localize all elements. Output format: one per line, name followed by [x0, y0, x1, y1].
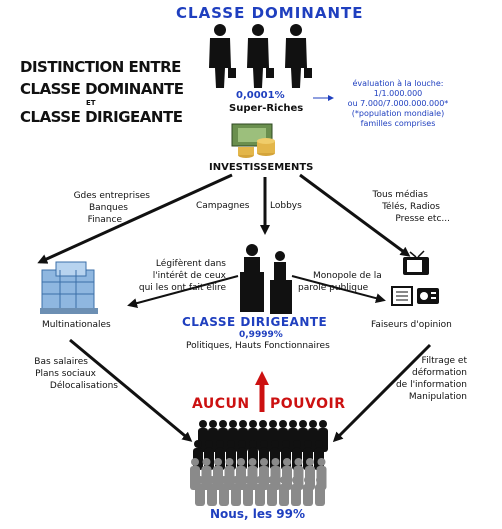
tv-icon: [403, 250, 429, 275]
faiseurs-label: Faiseurs d'opinion: [371, 320, 452, 330]
classe-dominante-title: CLASSE DOMINANTE: [176, 4, 364, 22]
campagnes-label: Campagnes: [196, 201, 250, 211]
left-branch-label: Gdes entreprises Banques Finance: [73, 191, 150, 225]
politician-podium-icon: [240, 244, 292, 314]
pouvoir-label: POUVOIR: [270, 396, 346, 412]
side-title-line2: CLASSE DOMINANTE: [20, 80, 184, 98]
left-effects-label: Bas salaires Plans sociaux Délocalisatio…: [34, 357, 118, 391]
dirigeante-label: Politiques, Hauts Fonctionnaires: [186, 341, 330, 351]
side-title-line3: CLASSE DIRIGEANTE: [20, 108, 183, 126]
buildings-icon: [40, 261, 98, 314]
legiferent-label: Légifèrent dans l'intérêt de ceux qui le…: [138, 259, 226, 293]
classe-dirigeante-title: CLASSE DIRIGEANTE: [182, 315, 328, 329]
side-title-line1: DISTINCTION ENTRE: [20, 58, 181, 76]
monopole-label: Monopole de la parole publique: [298, 271, 382, 293]
radio-icon: [417, 288, 439, 304]
aucun-label: AUCUN: [192, 396, 250, 412]
side-title-et: ET: [86, 99, 96, 107]
investissements-label: INVESTISSEMENTS: [209, 162, 314, 173]
lobbys-label: Lobbys: [270, 201, 302, 211]
right-effects-label: Filtrage et déformation de l'information…: [395, 356, 467, 402]
money-icon: [231, 123, 275, 158]
multinationales-label: Multinationales: [42, 320, 111, 330]
dirigeante-percent: 0,9999%: [239, 330, 283, 340]
businessmen-icon: [209, 24, 312, 88]
nous-label: Nous, les 99%: [210, 507, 306, 521]
estimation-note: évaluation à la louche: 1/1.000.000 ou 7…: [347, 79, 449, 128]
dominant-percent: 0,0001%: [236, 90, 285, 101]
crowd-icon: [190, 420, 328, 506]
right-branch-label: Tous médias Télés, Radios Presse etc...: [372, 190, 450, 224]
newspaper-icon: [391, 286, 413, 306]
dominant-label: Super-Riches: [229, 103, 304, 114]
